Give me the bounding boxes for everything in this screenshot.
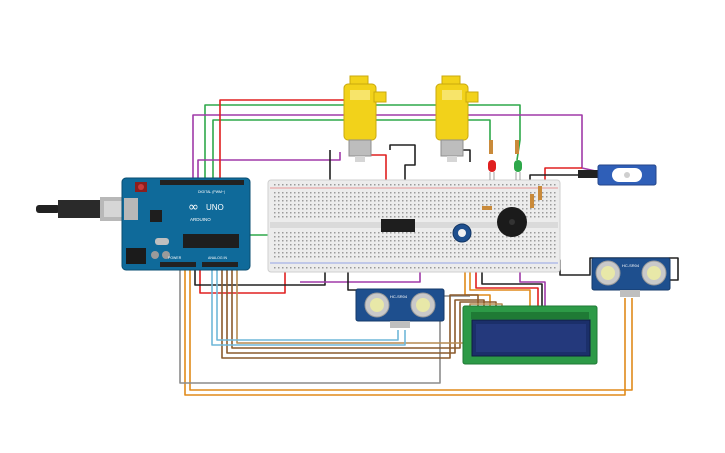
wire-orange-lcd-2[interactable] [469,262,531,306]
servo-motor[interactable] [578,164,657,186]
ultrasonic-right-model: HC-SR04 [622,263,640,268]
wire-gray-1[interactable] [179,270,470,384]
resistors[interactable] [482,186,542,210]
wire-purple-2[interactable] [197,152,341,190]
arduino-logo-mark: ∞ [188,200,199,215]
ultrasonic-sensor-right[interactable]: HC-SR04 [591,257,671,297]
digital-header-pins[interactable] [160,180,244,185]
lcd-display-16x2[interactable] [462,305,598,365]
arduino-product-name: ARDUINO [190,217,211,222]
ultrasonic-sensor-left[interactable]: HC-SR04 [355,288,445,328]
arduino-uno-board[interactable]: ∞ UNO ARDUINO DIGITAL (PWM~) POWER ANALO… [121,177,251,271]
analog-header-label: ANALOG IN [208,256,228,260]
dc-motor-left[interactable] [343,75,387,162]
wire-purple-servo[interactable] [192,114,601,190]
piezo-buzzer[interactable] [497,207,527,237]
crystal [155,238,169,245]
potentiometer[interactable] [452,223,472,243]
analog-header-pins[interactable] [202,262,238,267]
power-header-pins[interactable] [160,262,196,267]
breadboard-holes [274,184,556,269]
usb-cable [36,197,132,221]
wire-black-lcd[interactable] [481,262,543,306]
digital-header-label: DIGITAL (PWM~) [198,190,225,194]
power-jack [126,248,146,264]
usb-socket [124,198,138,220]
dc-motor-right[interactable] [435,75,479,162]
wire-red-lcd[interactable] [475,262,539,306]
power-header-label: POWER [168,256,182,260]
wire-green-led[interactable] [204,104,521,185]
wire-brown-2[interactable] [226,270,485,354]
wire-black-2[interactable] [389,144,416,215]
microcontroller-chip [183,234,239,248]
wire-lightblue-2[interactable] [216,270,399,341]
red-led[interactable] [488,140,496,180]
wire-brown-1[interactable] [221,270,479,359]
wire-brown-3[interactable] [231,270,497,349]
wire-red-3[interactable] [199,268,286,294]
wire-black-3[interactable] [194,262,326,286]
wire-orange-2[interactable] [189,270,633,391]
green-led[interactable] [514,140,522,180]
ic-chip[interactable] [381,219,415,232]
wire-lightblue-1[interactable] [211,270,406,346]
ultrasonic-left-model: HC-SR04 [390,294,408,299]
wire-orange-1[interactable] [184,270,626,396]
arduino-model-label: UNO [206,203,224,212]
